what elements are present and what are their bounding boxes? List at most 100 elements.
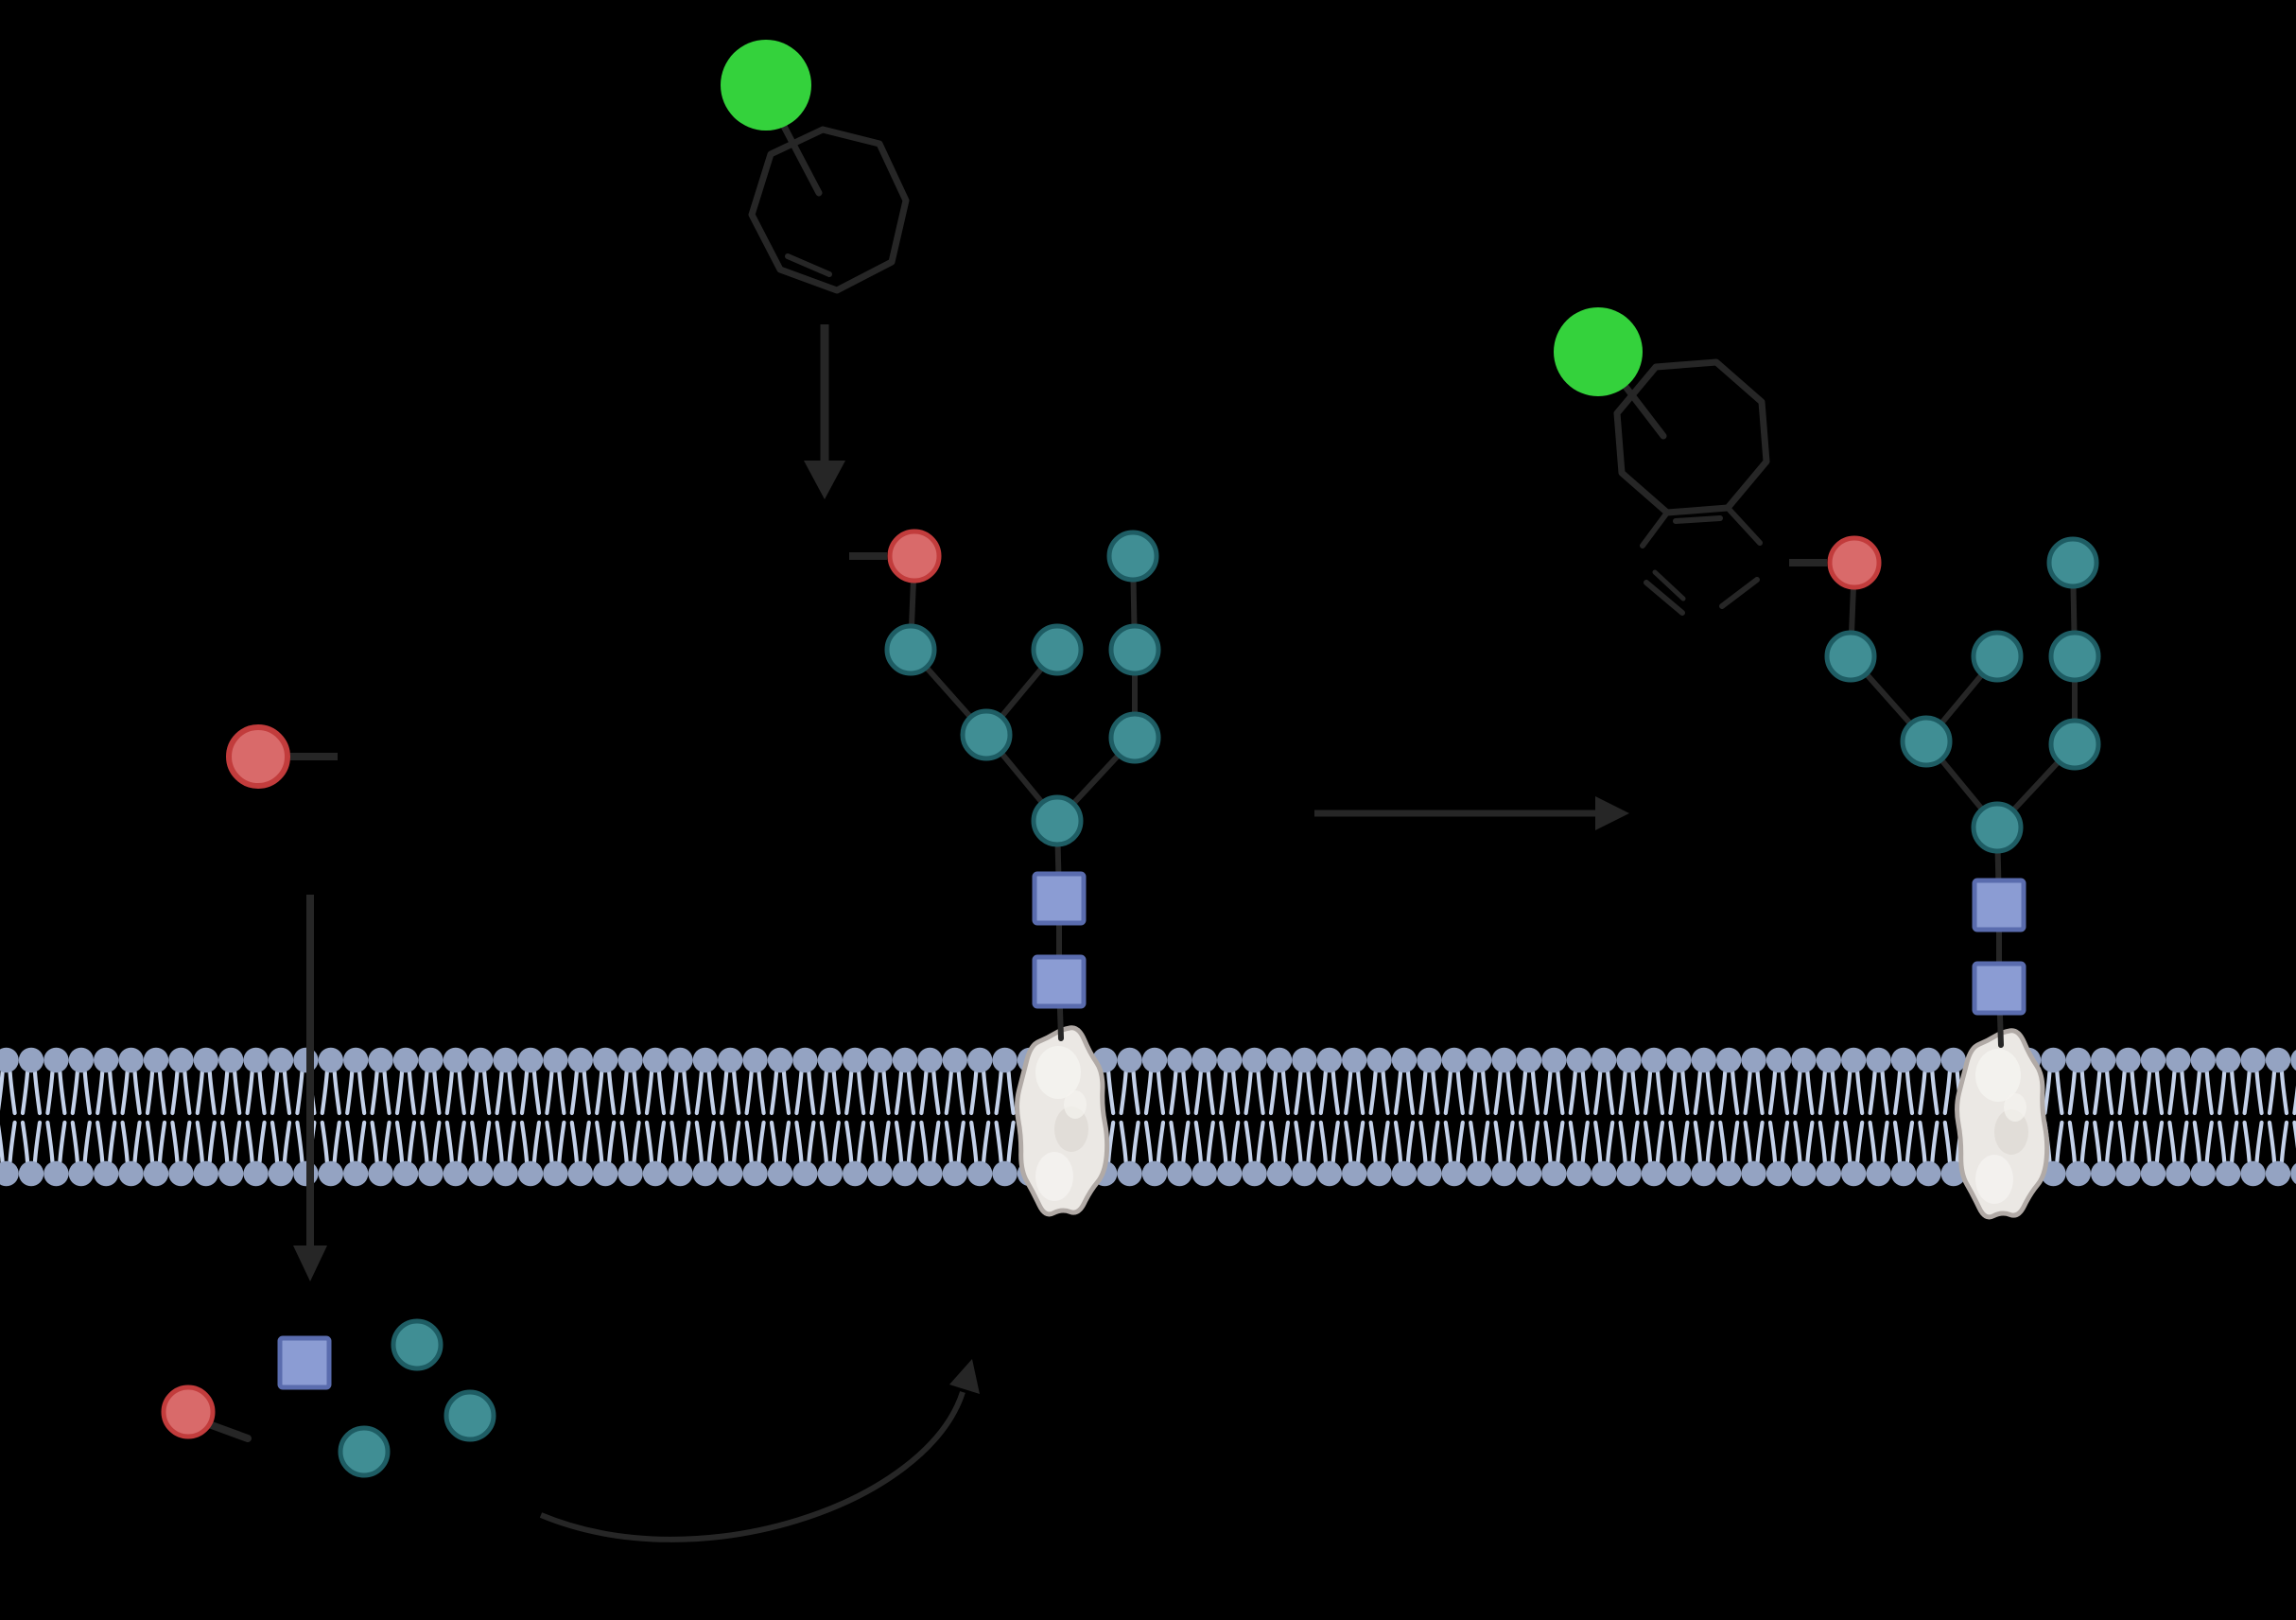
lipid-head — [168, 1047, 194, 1073]
lipid-head — [843, 1160, 868, 1187]
lipid-tail — [1344, 1070, 1353, 1116]
lipid-head — [418, 1047, 444, 1073]
lipid-head — [2290, 1050, 2296, 1071]
alkyne-bond — [785, 253, 832, 277]
mannose-circle-node — [2048, 630, 2101, 683]
mannose-circle-node — [1108, 711, 1161, 764]
lipid-tail — [2218, 1120, 2227, 1164]
lipid-head — [18, 1160, 44, 1187]
triazole-ring-bond — [1640, 510, 1670, 549]
lipid-tail — [1469, 1070, 1478, 1116]
lipid-tail — [96, 1070, 105, 1116]
n-glycan — [849, 529, 1161, 1041]
lipid-head — [243, 1047, 269, 1073]
lipid-tail — [2279, 1070, 2289, 1116]
lipid-tail — [1793, 1120, 1802, 1164]
lipid-tail — [82, 1120, 92, 1164]
lipid-head — [343, 1160, 369, 1187]
lipid-tail — [969, 1120, 979, 1164]
lipid-tail — [1244, 1070, 1253, 1116]
lipid-tail — [931, 1070, 941, 1116]
lipid-tail — [482, 1070, 492, 1116]
lipid-head — [2091, 1047, 2116, 1073]
lipid-tail — [1493, 1070, 1503, 1116]
lipid-tail — [20, 1070, 30, 1116]
lipid-head — [1242, 1047, 1267, 1073]
mannose-circle-node — [391, 1318, 444, 1371]
mannose-circle-node — [1971, 801, 2024, 854]
lipid-tail — [295, 1070, 304, 1116]
lipid-head — [1391, 1047, 1418, 1073]
lipid-tail — [1231, 1120, 1241, 1164]
lipid-tail — [357, 1120, 367, 1164]
lipid-head — [1890, 1047, 1917, 1073]
lipid-head — [1391, 1160, 1418, 1187]
lipid-tail — [2254, 1070, 2264, 1116]
lipid-tail — [132, 1120, 142, 1164]
lipid-head — [2240, 1160, 2266, 1187]
lipid-tail — [1880, 1070, 1889, 1116]
lipid-head — [1117, 1047, 1142, 1073]
lipid-tail — [1169, 1070, 1178, 1116]
lipid-head — [517, 1160, 544, 1187]
lipid-tail — [1593, 1070, 1603, 1116]
lipid-tail — [595, 1120, 604, 1164]
lipid-head — [767, 1160, 793, 1187]
glcnac-square-node — [1972, 878, 2026, 932]
lipid-tail — [2192, 1120, 2201, 1164]
lipid-head — [443, 1047, 468, 1073]
lipid-head — [1866, 1047, 1891, 1073]
lipid-tail — [1568, 1120, 1577, 1164]
lipid-tail — [482, 1120, 492, 1164]
lipid-head — [1141, 1047, 1168, 1073]
lipid-tail — [1169, 1120, 1178, 1164]
lipid-head — [792, 1047, 818, 1073]
lipid-tail — [1294, 1120, 1303, 1164]
lipid-head — [1940, 1047, 1966, 1073]
lipid-head — [293, 1160, 319, 1187]
lipid-tail — [1780, 1120, 1790, 1164]
lipid-tail — [919, 1120, 929, 1164]
lipid-tail — [470, 1120, 479, 1164]
lipid-tail — [644, 1120, 654, 1164]
lipid-tail — [1805, 1070, 1815, 1116]
lipid-head — [493, 1160, 518, 1187]
lipid-head — [1791, 1160, 1817, 1187]
protein-highlight — [1035, 1152, 1073, 1201]
lipid-head — [268, 1160, 294, 1187]
lipid-head — [742, 1160, 768, 1187]
lipid-tail — [1643, 1120, 1653, 1164]
lipid-head — [892, 1047, 918, 1073]
lipid-tail — [470, 1070, 479, 1116]
lipid-tail — [1543, 1120, 1553, 1164]
lipid-head — [992, 1047, 1018, 1073]
lipid-head — [1242, 1160, 1267, 1187]
azido-sugar-node — [226, 724, 290, 789]
lipid-head — [2065, 1160, 2091, 1187]
lipid-tail — [1905, 1120, 1915, 1164]
lipid-tail — [420, 1070, 429, 1116]
lipid-tail — [2230, 1070, 2239, 1116]
lipid-head — [43, 1160, 69, 1187]
lipid-tail — [656, 1120, 667, 1164]
dbco-fluorophore-probe — [721, 40, 910, 294]
lipid-head — [1366, 1160, 1392, 1187]
lipid-tail — [781, 1070, 791, 1116]
lipid-tail — [1530, 1070, 1540, 1116]
lipid-head — [742, 1047, 768, 1073]
lipid-tail — [2279, 1120, 2289, 1164]
lipid-tail — [531, 1120, 542, 1164]
lipid-tail — [894, 1120, 904, 1164]
lipid-tail — [1868, 1070, 1877, 1116]
lipid-tail — [557, 1070, 566, 1116]
lipid-tail — [2154, 1120, 2165, 1164]
lipid-tail — [357, 1070, 367, 1116]
lipid-tail — [744, 1120, 754, 1164]
lipid-tail — [1518, 1070, 1528, 1116]
lipid-tail — [1680, 1120, 1690, 1164]
lipid-head — [1467, 1160, 1492, 1187]
lipid-head — [617, 1047, 643, 1073]
lipid-tail — [32, 1070, 43, 1116]
lipid-head — [567, 1047, 593, 1073]
